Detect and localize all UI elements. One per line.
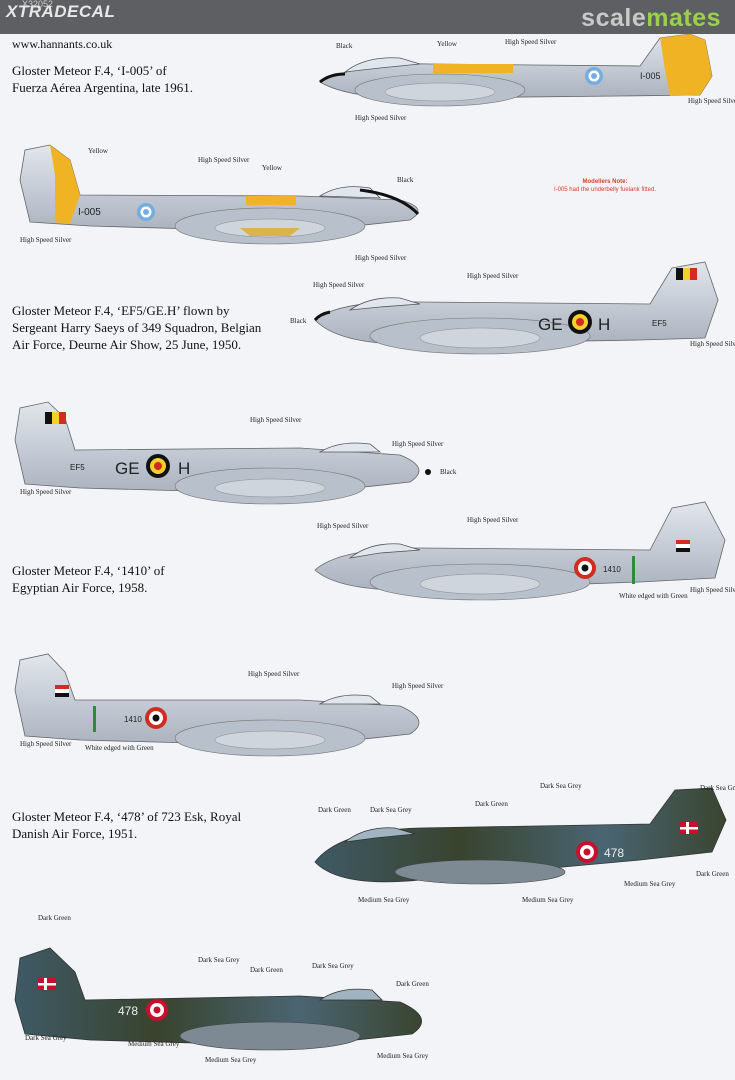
aircraft-argentina-side: I-005	[19, 144, 420, 245]
svg-text:1410: 1410	[124, 715, 142, 724]
svg-text:Dark Sea Grey: Dark Sea Grey	[370, 806, 412, 814]
svg-text:White edged with Green: White edged with Green	[85, 744, 154, 752]
aircraft-argentina-top: I-005	[319, 33, 713, 107]
svg-text:GE: GE	[538, 315, 563, 334]
svg-text:High Speed Silver: High Speed Silver	[505, 38, 557, 46]
svg-text:Medium Sea Grey: Medium Sea Grey	[522, 896, 574, 904]
svg-text:Black: Black	[397, 176, 414, 184]
svg-text:I-005: I-005	[640, 71, 661, 81]
svg-text:Dark Sea Grey: Dark Sea Grey	[25, 1034, 67, 1042]
svg-text:Dark Green: Dark Green	[318, 806, 351, 814]
svg-text:H: H	[178, 459, 190, 478]
svg-text:High Speed Silver: High Speed Silver	[392, 682, 444, 690]
svg-text:High Speed Silver: High Speed Silver	[250, 416, 302, 424]
svg-text:High Speed Silver: High Speed Silver	[355, 114, 407, 122]
svg-text:H: H	[598, 315, 610, 334]
svg-text:High Speed Silver: High Speed Silver	[198, 156, 250, 164]
svg-text:Black: Black	[440, 468, 457, 476]
svg-text:High Speed Silver: High Speed Silver	[20, 488, 72, 496]
svg-text:Dark Green: Dark Green	[475, 800, 508, 808]
svg-text:478: 478	[118, 1004, 138, 1018]
aircraft-belgium-side: GE H EF5	[14, 401, 431, 505]
scalemates-watermark: scalemates	[581, 4, 721, 32]
svg-text:High Speed Silver: High Speed Silver	[317, 522, 369, 530]
svg-text:Dark Sea Grey: Dark Sea Grey	[198, 956, 240, 964]
catalog-number: X32052	[22, 0, 54, 9]
aircraft-egypt-top: 1410	[314, 501, 726, 601]
svg-text:Dark Green: Dark Green	[38, 914, 71, 922]
svg-text:High Speed Silver: High Speed Silver	[355, 254, 407, 262]
aircraft-belgium-top: GE H EF5	[313, 261, 719, 355]
svg-text:GE: GE	[115, 459, 140, 478]
svg-text:Yellow: Yellow	[262, 164, 283, 172]
svg-text:High Speed Silver: High Speed Silver	[20, 740, 72, 748]
svg-text:Dark Sea Grey: Dark Sea Grey	[540, 782, 582, 790]
svg-text:White edged with Green: White edged with Green	[619, 592, 688, 600]
svg-text:High Speed Silver: High Speed Silver	[690, 586, 735, 594]
svg-text:EF5: EF5	[70, 463, 85, 472]
svg-text:Medium Sea Grey: Medium Sea Grey	[128, 1040, 180, 1048]
aircraft-egypt-side: 1410	[14, 653, 420, 757]
svg-text:High Speed Silver: High Speed Silver	[248, 670, 300, 678]
svg-text:Medium Sea Grey: Medium Sea Grey	[358, 896, 410, 904]
svg-text:Medium Sea Grey: Medium Sea Grey	[624, 880, 676, 888]
svg-text:1410: 1410	[603, 565, 621, 574]
colour-callouts: Black Yellow High Speed Silver High Spee…	[20, 38, 735, 1064]
aircraft-denmark-top: 478	[314, 787, 727, 885]
svg-text:Dark Sea Grey: Dark Sea Grey	[700, 784, 735, 792]
svg-text:High Speed Silver: High Speed Silver	[313, 281, 365, 289]
svg-text:High Speed Silver: High Speed Silver	[467, 272, 519, 280]
svg-text:Dark Green: Dark Green	[696, 870, 729, 878]
svg-text:Dark Sea Grey: Dark Sea Grey	[312, 962, 354, 970]
modellers-note: Modellers Note: I-005 had the underbelly…	[553, 179, 657, 193]
svg-text:Black: Black	[290, 317, 307, 325]
svg-text:High Speed Silver: High Speed Silver	[20, 236, 72, 244]
top-bar: X32052 XTRADECAL scalemates	[0, 0, 735, 34]
svg-text:Black: Black	[336, 42, 353, 50]
svg-text:High Speed Silver: High Speed Silver	[467, 516, 519, 524]
svg-text:Yellow: Yellow	[88, 147, 109, 155]
svg-text:478: 478	[604, 846, 624, 860]
svg-text:Yellow: Yellow	[437, 40, 458, 48]
svg-text:Medium Sea Grey: Medium Sea Grey	[205, 1056, 257, 1064]
svg-text:High Speed Silver: High Speed Silver	[392, 440, 444, 448]
website-url[interactable]: www.hannants.co.uk	[12, 37, 113, 51]
caption-argentina: Gloster Meteor F.4, ‘I-005’ of Fuerza Aé…	[12, 63, 193, 95]
svg-text:Dark Green: Dark Green	[250, 966, 283, 974]
svg-text:High Speed Silver: High Speed Silver	[688, 97, 735, 105]
svg-text:Medium Sea Grey: Medium Sea Grey	[377, 1052, 429, 1060]
caption-belgium: Gloster Meteor F.4, ‘EF5/GE.H’ flown by …	[12, 303, 262, 352]
svg-text:EF5: EF5	[652, 319, 667, 328]
caption-egypt: Gloster Meteor F.4, ‘1410’ of Egyptian A…	[12, 563, 165, 595]
caption-denmark: Gloster Meteor F.4, ‘478’ of 723 Esk, Ro…	[12, 809, 242, 841]
svg-text:I-005: I-005	[78, 207, 101, 218]
aircraft-denmark-side: 478	[14, 947, 422, 1051]
svg-text:High Speed Silver: High Speed Silver	[690, 340, 735, 348]
svg-text:Dark Green: Dark Green	[396, 980, 429, 988]
brand-logo: XTRADECAL	[6, 2, 116, 21]
